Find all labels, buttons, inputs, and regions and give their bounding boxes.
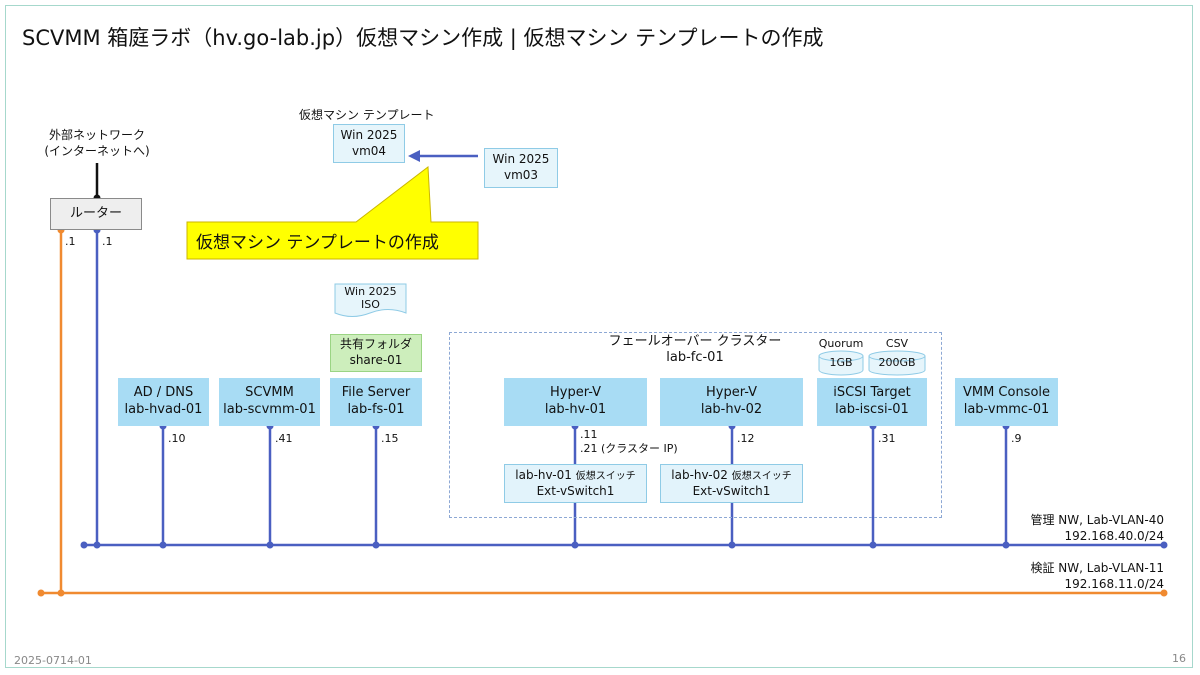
source-vm-box: Win 2025 vm03: [484, 148, 558, 188]
management-network-label: 管理 NW, Lab-VLAN-40 192.168.40.0/24: [1030, 513, 1164, 543]
router-ip-verification: .1: [65, 235, 76, 248]
vswitch-hv-01: lab-hv-01 仮想スイッチ Ext-vSwitch1: [504, 464, 647, 503]
router-label: ルーター: [69, 205, 122, 221]
router-blue-junction: [93, 541, 101, 549]
slide-frame: [5, 5, 1193, 668]
csv-label: CSV: [885, 337, 909, 350]
csv-disk-icon: [868, 350, 926, 376]
template-arrow-head: [408, 150, 420, 162]
ip-iscsi-target: .31: [878, 432, 896, 445]
quorum-disk-icon: [818, 350, 864, 376]
footer-page-number: 16: [1172, 652, 1186, 665]
vm-template-header: 仮想マシン テンプレート: [299, 108, 435, 122]
page-title: SCVMM 箱庭ラボ（hv.go-lab.jp）仮想マシン作成 | 仮想マシン …: [22, 26, 824, 50]
router-orange-junction: [57, 589, 65, 597]
verification-network-label: 検証 NW, Lab-VLAN-11 192.168.11.0/24: [1030, 561, 1164, 591]
cluster-label: フェールオーバー クラスター lab-fc-01: [608, 334, 782, 366]
management-network-left-end: [80, 541, 88, 549]
share-folder-box: 共有フォルダ share-01: [330, 334, 422, 372]
iso-document-shape: [334, 283, 407, 317]
quorum-size: 1GB: [829, 356, 853, 369]
ip-file-server: .15: [381, 432, 399, 445]
ip-ad-dns: .10: [168, 432, 186, 445]
csv-size: 200GB: [878, 356, 916, 369]
callout-text: 仮想マシン テンプレートの作成: [196, 233, 439, 253]
ip-hyperv-01: .11 .21 (クラスター IP): [580, 428, 678, 456]
vm-template-box: Win 2025 vm04: [333, 124, 405, 163]
callout-shape: [186, 166, 479, 260]
vswitch-hv-02: lab-hv-02 仮想スイッチ Ext-vSwitch1: [660, 464, 803, 503]
ip-vmm-console: .9: [1011, 432, 1022, 445]
quorum-label: Quorum: [818, 337, 864, 350]
router-ip-management: .1: [102, 235, 113, 248]
footer-doc-id: 2025-0714-01: [14, 654, 92, 667]
verification-network-right-end: [1160, 589, 1168, 597]
external-network-label: 外部ネットワーク (インターネットへ): [44, 128, 150, 158]
router: ルーター: [50, 198, 142, 230]
management-network-right-end: [1160, 541, 1168, 549]
ip-hyperv-02: .12: [737, 432, 755, 445]
iso-label: Win 2025 ISO: [344, 284, 397, 311]
failover-cluster-area: [449, 332, 942, 518]
ip-scvmm: .41: [275, 432, 293, 445]
verification-network-left-end: [37, 589, 45, 597]
